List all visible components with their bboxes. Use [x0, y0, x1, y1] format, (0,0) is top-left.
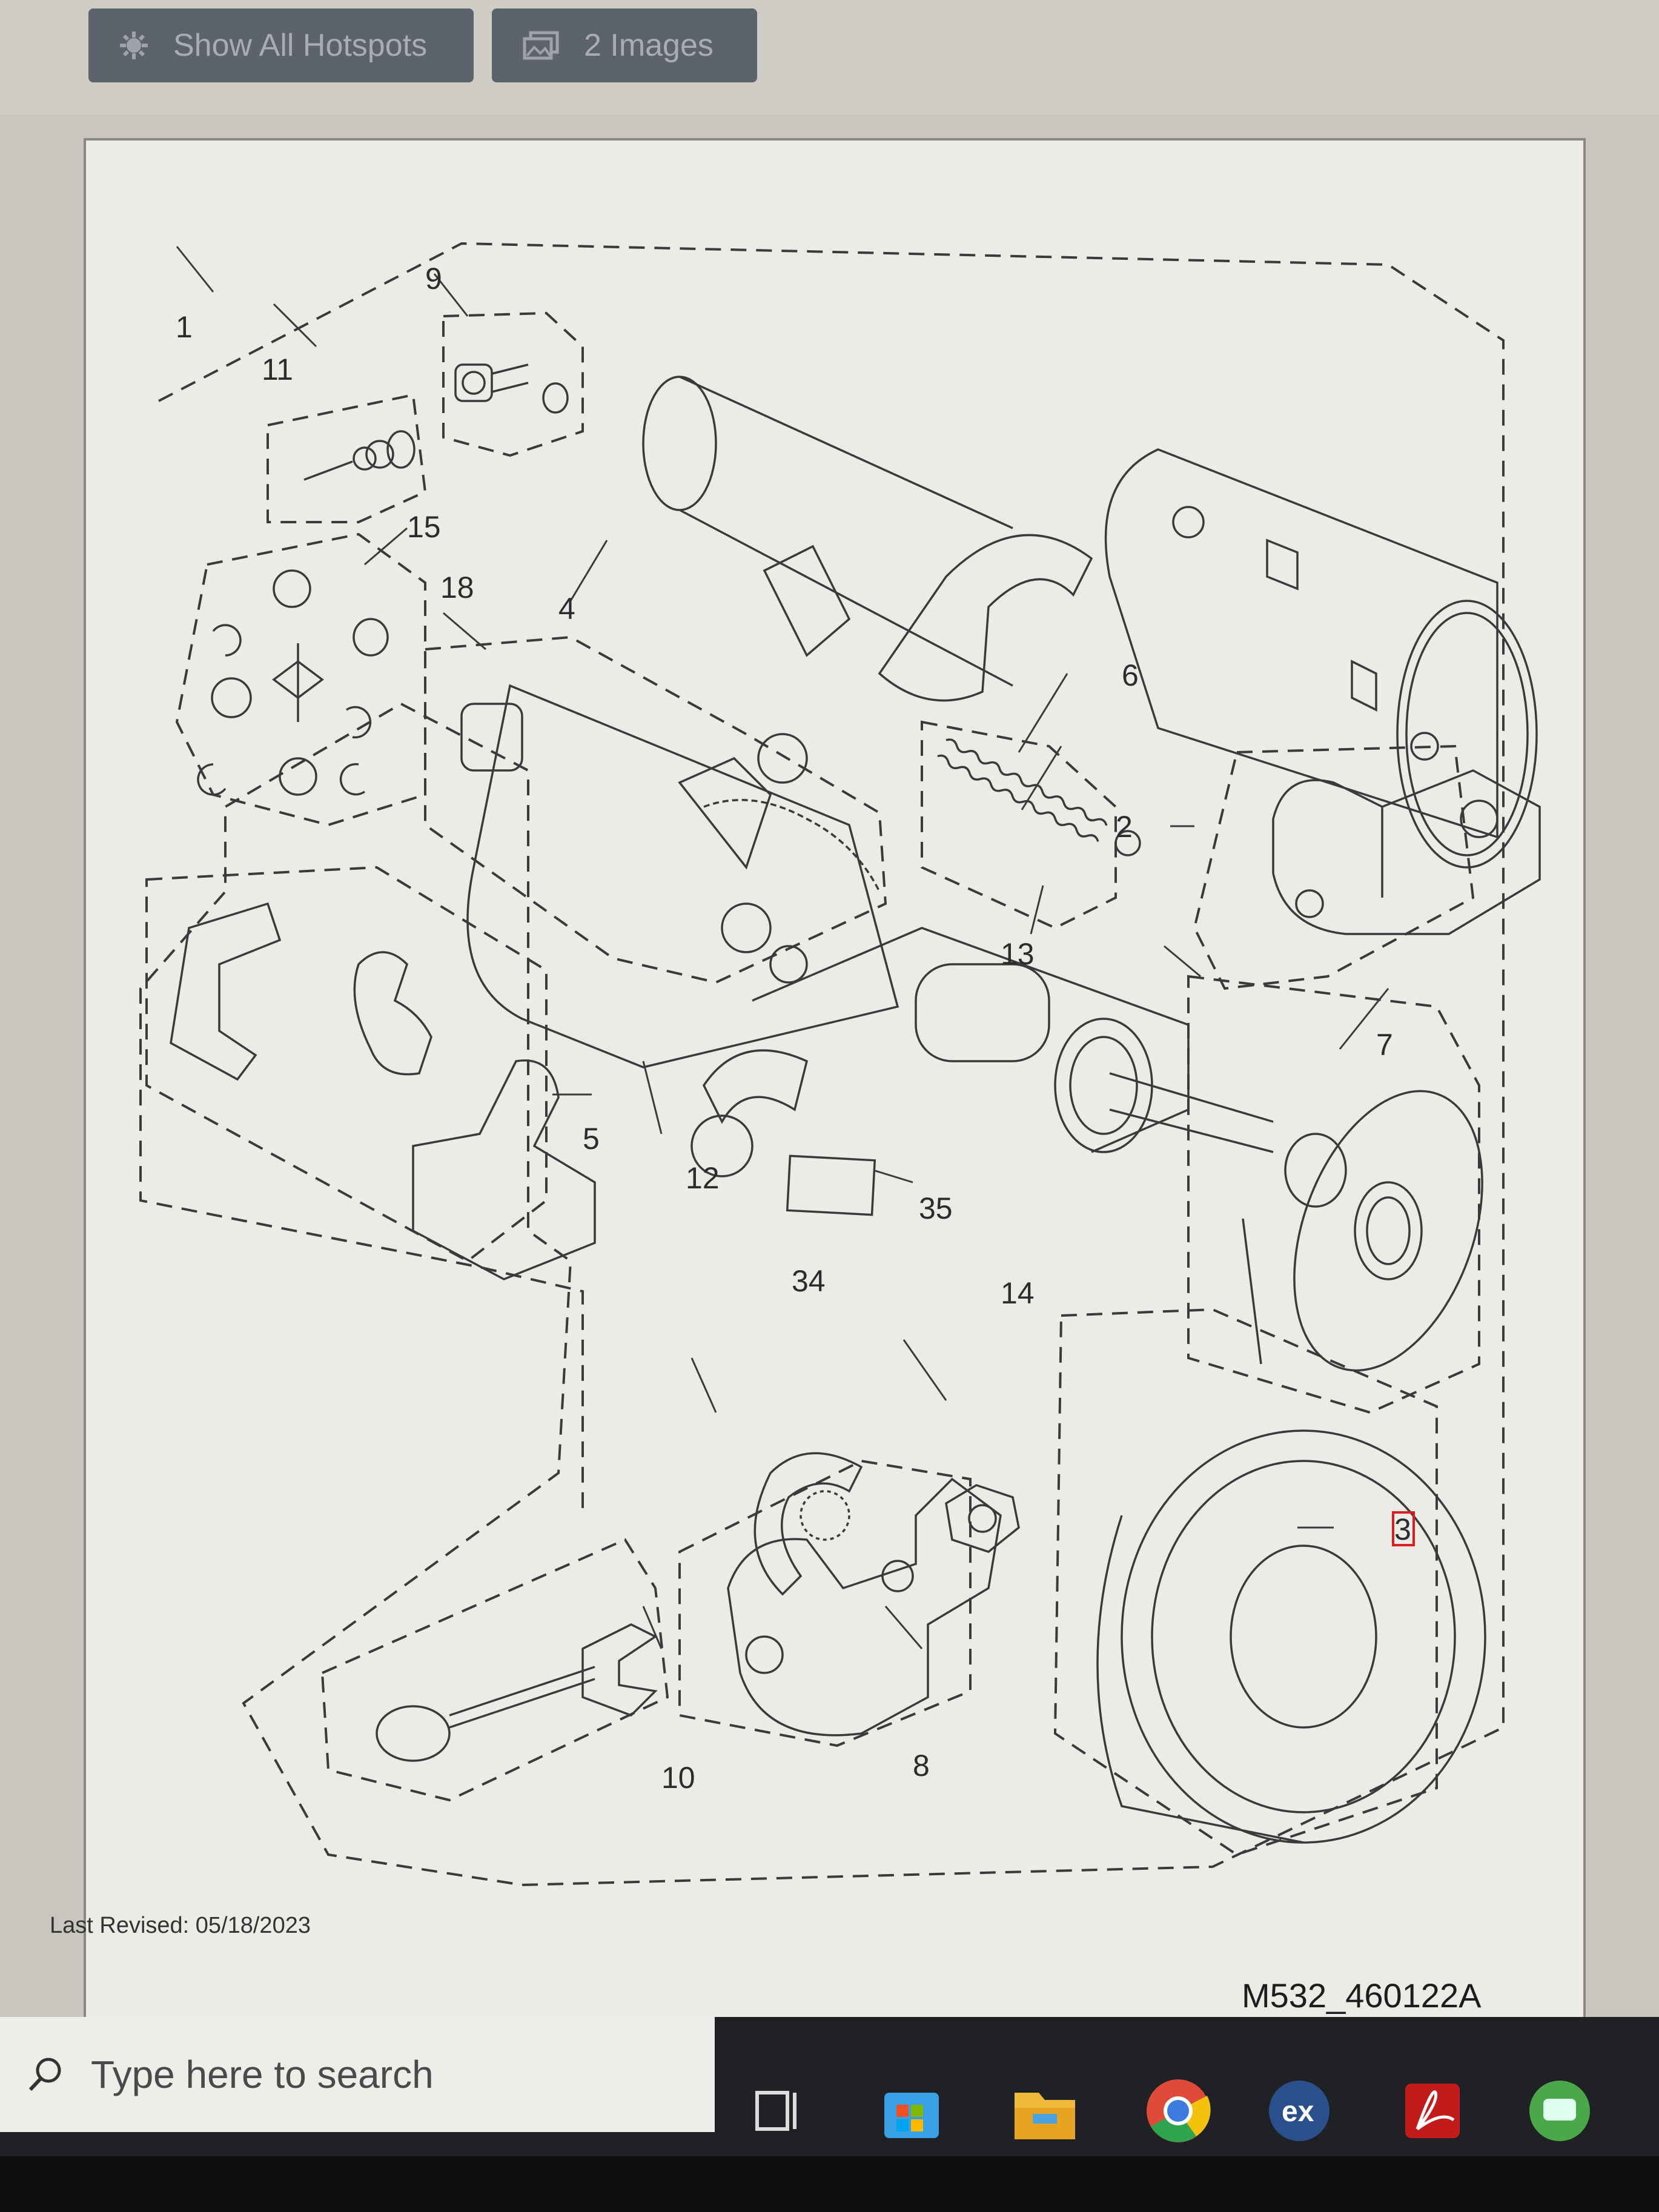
part-15-u-joint	[197, 569, 389, 796]
group-18-boundary	[424, 635, 887, 984]
callout-2[interactable]: 2	[1116, 810, 1133, 844]
group-15-boundary	[175, 532, 426, 827]
exploded-parts-diagram: 1 11 9 15 18 4 6 13 2 7 5 12 35 34 14 3 …	[139, 242, 1541, 1887]
app-ek-icon[interactable]: ex	[1260, 2071, 1339, 2150]
file-explorer-icon[interactable]	[1005, 2071, 1084, 2150]
callout-7[interactable]: 7	[1376, 1028, 1393, 1062]
part-4-housing	[642, 376, 1093, 784]
part-13-spring	[937, 738, 1141, 856]
callout-6[interactable]: 6	[1122, 658, 1139, 692]
part-9-fitting	[454, 363, 569, 414]
images-icon	[523, 31, 559, 60]
group-13-boundary	[921, 720, 1117, 930]
callout-3[interactable]: 3	[1394, 1512, 1411, 1546]
group-9-boundary	[442, 311, 584, 457]
store-icon[interactable]	[872, 2071, 951, 2150]
callout-13[interactable]: 13	[1001, 937, 1035, 971]
images-button[interactable]: 2 Images	[492, 8, 757, 82]
figure-id: M532_460122A	[1242, 1976, 1482, 2015]
assembly-boundary	[139, 242, 1505, 1887]
task-view-icon[interactable]	[739, 2071, 818, 2150]
search-placeholder: Type here to search	[91, 2053, 434, 2096]
monitor-bezel	[0, 2156, 1659, 2212]
last-revised-date: Last Revised: 05/18/2023	[50, 1913, 311, 1938]
part-5-brackets	[170, 902, 596, 1280]
search-icon	[28, 2058, 61, 2091]
callout-9[interactable]: 9	[425, 262, 442, 296]
callout-5[interactable]: 5	[583, 1122, 600, 1156]
part-14-nut	[945, 1484, 1020, 1553]
callout-12[interactable]: 12	[686, 1161, 720, 1195]
taskbar-search-box[interactable]: Type here to search	[0, 2017, 715, 2132]
callout-1[interactable]: 1	[176, 310, 193, 344]
callout-15[interactable]: 15	[407, 510, 441, 544]
hotspot-highlight-3	[1392, 1511, 1415, 1546]
callout-8[interactable]: 8	[913, 1749, 930, 1783]
part-11-bolt	[303, 430, 416, 481]
hotspot-icon	[120, 31, 148, 59]
part-2-bracket	[1272, 769, 1541, 935]
part-3-drum	[1096, 1429, 1486, 1844]
group-5-boundary	[145, 866, 548, 1263]
show-all-hotspots-label: Show All Hotspots	[173, 28, 428, 63]
part-10-yoke	[376, 1623, 658, 1762]
callout-4[interactable]: 4	[558, 592, 575, 626]
group-10-boundary	[320, 1538, 669, 1802]
parts-diagram-page: 1 11 9 15 18 4 6 13 2 7 5 12 35 34 14 3 …	[84, 138, 1586, 2034]
callout-35[interactable]: 35	[919, 1191, 953, 1225]
main-shaft-assembly	[690, 927, 1347, 1365]
callout-14[interactable]: 14	[1001, 1276, 1035, 1310]
svg-text:ex: ex	[1282, 2096, 1314, 2128]
part-34-clip	[753, 1452, 863, 1596]
viewer-toolbar: Show All Hotspots 2 Images	[0, 0, 1659, 115]
acrobat-icon[interactable]	[1393, 2071, 1472, 2150]
show-all-hotspots-button[interactable]: Show All Hotspots	[88, 8, 474, 82]
group-11-boundary	[267, 393, 427, 523]
images-label: 2 Images	[584, 28, 714, 63]
part-18-gearbox	[460, 684, 899, 1068]
callout-18[interactable]: 18	[440, 571, 474, 604]
chat-icon[interactable]	[1520, 2071, 1599, 2150]
group-3-boundary	[1053, 1308, 1438, 1856]
part-8-fork	[727, 1477, 1002, 1737]
part-6-motor-housing	[1104, 448, 1538, 869]
part-7-end-plate	[1293, 1090, 1483, 1372]
callout-34[interactable]: 34	[792, 1264, 826, 1298]
group-7-boundary	[1187, 975, 1480, 1414]
callout-11[interactable]: 11	[262, 353, 293, 386]
callout-10[interactable]: 10	[661, 1761, 695, 1795]
group-2-boundary	[1193, 744, 1475, 990]
part-35-label	[786, 1154, 876, 1216]
chrome-icon[interactable]	[1139, 2071, 1217, 2150]
